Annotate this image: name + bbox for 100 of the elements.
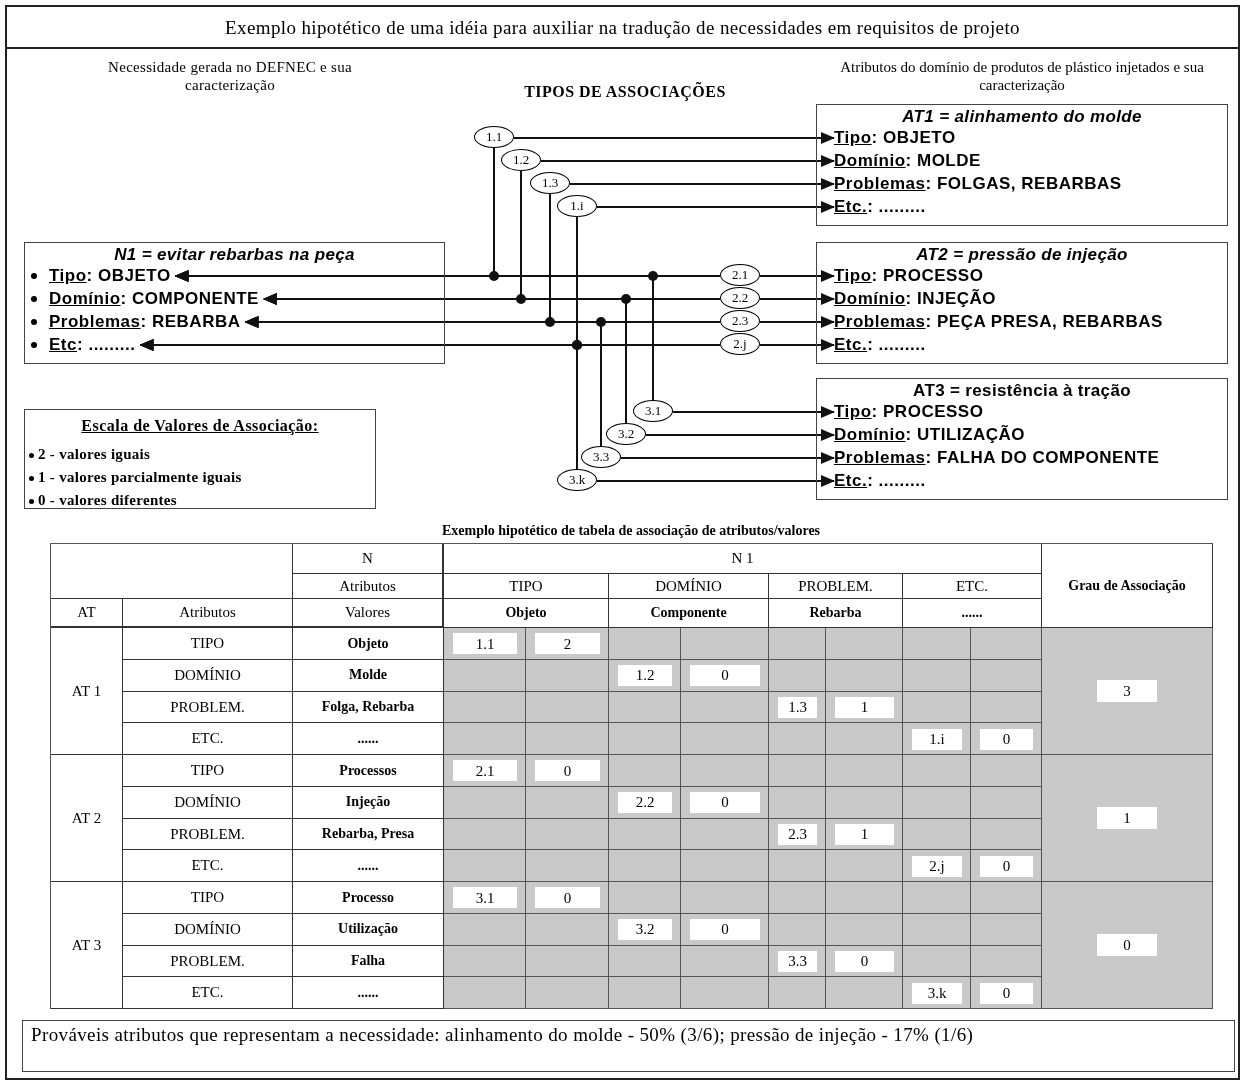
attribute-value: ...... <box>356 856 380 875</box>
association-code: 2.1 <box>453 760 517 782</box>
attribute-value: Objeto <box>346 634 390 653</box>
connector-arrow <box>244 316 602 447</box>
attribute-value: Utilização <box>337 920 399 938</box>
conclusion-box <box>22 1020 1235 1072</box>
association-score: 0 <box>980 728 1033 750</box>
association-ellipse: 1.1 <box>474 126 514 148</box>
row-header: AT 2 <box>70 808 103 828</box>
attribute-value: Processos <box>338 761 398 780</box>
attribute-text: Etc.: ......... <box>834 470 926 492</box>
column-header: DOMÍNIO <box>654 576 723 596</box>
association-score: 0 <box>690 919 760 941</box>
attribute-name: ETC. <box>190 983 225 1002</box>
box-heading: AT1 = alinhamento do molde <box>901 106 1143 128</box>
attribute-box <box>816 378 1228 500</box>
scale-item: 1 - valores parcialmente iguais <box>38 468 242 487</box>
scale-item: 2 - valores iguais <box>38 445 151 464</box>
attribute-text: Domínio: UTILIZAÇÃO <box>834 424 1025 446</box>
attribute-name: ETC. <box>190 856 225 875</box>
association-code: 1.i <box>912 728 962 750</box>
attribute-name: TIPO <box>189 761 226 780</box>
attribute-name: PROBLEM. <box>169 697 246 717</box>
attribute-value: Folga, Rebarba <box>320 698 416 716</box>
association-code: 1.1 <box>453 633 517 655</box>
association-code: 3.k <box>912 982 962 1004</box>
connector-arrow <box>759 293 835 305</box>
attribute-text: Tipo: PROCESSO <box>834 401 984 423</box>
diagram-title: Exemplo hipotético de uma idéia para auxiliar na tradução de necessidades em requisitos de projeto <box>224 16 1021 40</box>
connector-arrow <box>620 452 835 464</box>
attribute-name: PROBLEM. <box>169 824 246 844</box>
connector-arrow <box>759 270 835 282</box>
association-ellipse: 3.1 <box>633 400 673 422</box>
connector-arrow <box>139 339 578 470</box>
attribute-name: TIPO <box>189 634 226 653</box>
attribute-text: Problemas: FALHA DO COMPONENTE <box>834 447 1160 469</box>
table-title: Exemplo hipotético de tabela de associação de atributos/valores <box>440 522 822 540</box>
association-code: 1.3 <box>778 696 817 718</box>
association-code: 2.2 <box>618 792 672 814</box>
association-ellipse: 1.i <box>557 195 597 217</box>
scale-item: 0 - valores diferentes <box>38 491 177 510</box>
attribute-text: Tipo: OBJETO <box>49 265 171 287</box>
connector-arrow <box>174 270 654 401</box>
column-header: Componente <box>649 604 728 622</box>
column-header: ETC. <box>954 576 990 596</box>
association-code: 2.3 <box>778 823 817 845</box>
association-score: 0 <box>535 760 600 782</box>
column-header: Valores <box>344 603 391 622</box>
connector-arrow <box>645 429 835 441</box>
connector-arrow <box>596 475 835 487</box>
connector-arrow <box>759 316 835 328</box>
need-box <box>24 242 445 364</box>
association-ellipse: 3.3 <box>581 446 621 468</box>
box-heading: AT3 = resistência à tração <box>912 380 1132 402</box>
connector-arrow <box>540 155 835 167</box>
attribute-value: ...... <box>356 983 380 1002</box>
association-ellipse: 1.3 <box>530 172 570 194</box>
association-ellipse: 3.2 <box>606 423 646 445</box>
association-score: 0 <box>835 950 894 972</box>
association-code: 3.2 <box>618 919 672 941</box>
association-code: 2.j <box>912 855 962 877</box>
conclusion-text: Prováveis atributos que representam a necessidade: alinhamento do molde - 50% (3/6); pressão de injeção - 17% (1/6) <box>30 1023 975 1047</box>
attribute-text: Problemas: FOLGAS, REBARBAS <box>834 173 1122 195</box>
column-header: Atributos <box>338 576 397 596</box>
attribute-name: DOMÍNIO <box>173 919 242 939</box>
attribute-text: Domínio: INJEÇÃO <box>834 288 997 310</box>
attribute-value: Molde <box>347 666 389 684</box>
attribute-text: Etc.: ......... <box>834 196 926 218</box>
column-header: N <box>361 549 374 568</box>
column-header: N 1 <box>730 549 755 568</box>
attribute-value: Processo <box>341 888 395 907</box>
attribute-text: Tipo: OBJETO <box>834 127 956 149</box>
association-ellipse: 2.1 <box>720 264 760 286</box>
box-heading: N1 = evitar rebarbas na peça <box>113 244 356 266</box>
attribute-name: DOMÍNIO <box>173 792 242 812</box>
attribute-value: Falha <box>349 952 387 970</box>
association-degree: 1 <box>1097 807 1157 829</box>
attribute-name: PROBLEM. <box>169 951 246 971</box>
column-caption: Necessidade gerada no DEFNEC e sua caracterização <box>107 58 353 94</box>
section-heading: TIPOS DE ASSOCIAÇÕES <box>523 81 727 103</box>
attribute-text: Etc.: ......... <box>834 334 926 356</box>
scale-box <box>24 409 376 509</box>
association-ellipse: 1.2 <box>501 149 541 171</box>
attribute-value: ...... <box>356 729 380 748</box>
column-header: ...... <box>960 604 984 622</box>
association-score: 0 <box>690 792 760 814</box>
association-ellipse: 2.2 <box>720 287 760 309</box>
attribute-name: ETC. <box>190 729 225 748</box>
row-header: AT 1 <box>70 681 103 701</box>
attribute-box <box>816 242 1228 364</box>
attribute-box <box>816 104 1228 226</box>
association-score: 2 <box>535 633 600 655</box>
association-degree: 0 <box>1097 934 1157 956</box>
scale-heading: Escala de Valores de Associação: <box>80 416 320 437</box>
attribute-name: DOMÍNIO <box>173 665 242 685</box>
column-header: Grau de Associação <box>1067 576 1187 595</box>
connector-arrow <box>759 339 835 351</box>
attribute-value: Rebarba, Presa <box>320 825 416 843</box>
attribute-text: Domínio: COMPONENTE <box>49 288 259 310</box>
column-header: TIPO <box>508 576 544 596</box>
